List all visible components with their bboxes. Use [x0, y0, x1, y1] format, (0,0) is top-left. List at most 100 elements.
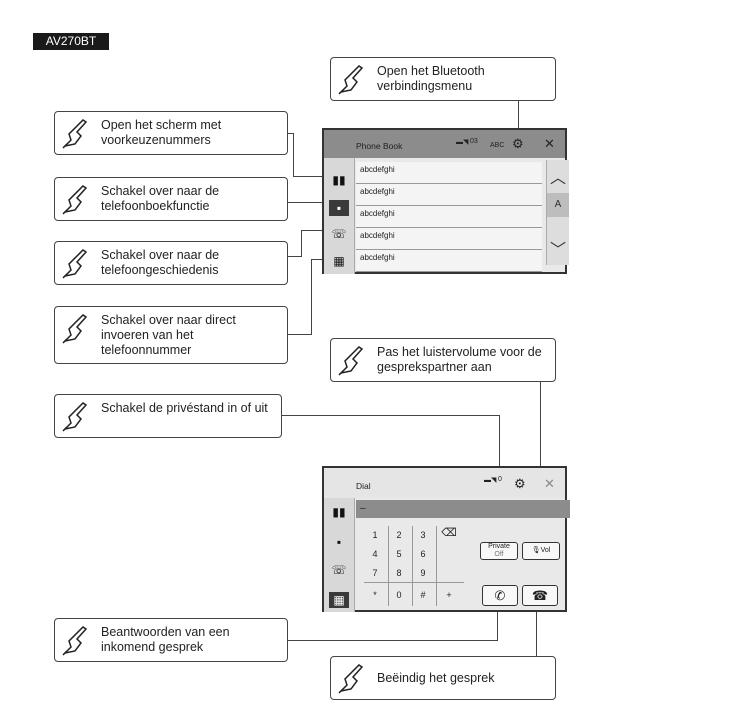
volume-button[interactable]: 🎙Vol: [522, 542, 560, 560]
callout-answer: Beantwoorden van een inkomend gesprek: [54, 618, 288, 662]
screen-title: Dial: [356, 481, 371, 491]
connector-line: [288, 334, 312, 335]
list-item[interactable]: abcdefghi: [356, 206, 542, 228]
presets-icon[interactable]: ▮▮: [332, 505, 346, 519]
private-state: Off: [494, 551, 504, 558]
list-item[interactable]: abcdefghi: [356, 228, 542, 250]
key-plus[interactable]: +: [446, 590, 452, 600]
connector-line: [536, 606, 537, 656]
callout-bluetooth: Open het Bluetooth verbindingsmenu: [330, 57, 556, 101]
pointing-hand-icon: [62, 119, 88, 149]
connector-line: [288, 640, 498, 641]
connector-line: [497, 606, 498, 641]
key-2[interactable]: 2: [396, 530, 402, 540]
callout-volume: Pas het luistervolume voor de gesprekspa…: [330, 338, 556, 382]
chevron-down-icon[interactable]: ﹀: [549, 242, 566, 259]
list-item[interactable]: abcdefghi: [356, 162, 542, 184]
pointing-hand-icon: [62, 626, 88, 656]
status-count: 03: [470, 138, 478, 145]
key-3[interactable]: 3: [420, 530, 426, 540]
backspace-icon[interactable]: ⌫: [441, 527, 457, 539]
connector-line: [293, 133, 294, 176]
pointing-hand-icon: [338, 65, 364, 95]
connector-line: [288, 133, 294, 134]
connector-line: [311, 259, 328, 260]
pointing-hand-icon: [62, 314, 88, 344]
number-input-value: –: [360, 503, 366, 514]
callout-direct: Schakel over naar direct invoeren van he…: [54, 306, 288, 364]
connector-line: [301, 230, 328, 231]
status-count: 0: [498, 476, 502, 483]
key-5[interactable]: 5: [396, 549, 402, 559]
pointing-hand-icon: [338, 664, 364, 694]
callout-text: Schakel over naar de telefoongeschiedeni…: [101, 248, 220, 277]
pointing-hand-icon: [338, 346, 364, 376]
connector-line: [540, 382, 541, 544]
history-icon[interactable]: ☏: [331, 227, 347, 241]
pointing-hand-icon: [62, 249, 88, 279]
callout-text: Open het Bluetooth verbindingsmenu: [377, 64, 485, 93]
callout-hangup: Beëindig het gesprek: [330, 656, 556, 700]
index-letter[interactable]: A: [547, 193, 569, 217]
callout-presets: Open het scherm met voorkeuzenummers: [54, 111, 288, 155]
callout-text: Schakel over naar direct invoeren van he…: [101, 313, 236, 357]
keypad-icon[interactable]: ▦: [333, 254, 345, 268]
connector-line: [288, 256, 302, 257]
callout-text: Schakel over naar de telefoonboekfunctie: [101, 184, 220, 213]
screen-title: Phone Book: [356, 141, 403, 151]
number-input[interactable]: –: [356, 500, 570, 518]
hangup-phone-icon[interactable]: ☎: [522, 585, 558, 606]
phonebook-screen: Phone Book ▬◥ 03 ABC ⚙ ✕ ▮▮ ▪ ☏ ▦ abcdef…: [322, 128, 569, 274]
keypad-icon[interactable]: ▦: [329, 592, 349, 608]
callout-history: Schakel over naar de telefoongeschiedeni…: [54, 241, 288, 285]
key-0[interactable]: 0: [396, 590, 402, 600]
side-menu: ▮▮ ▪ ☏ ▦: [324, 498, 355, 612]
callout-private: Schakel de privéstand in of uit: [54, 394, 282, 438]
battery-signal-icon: ▬◥: [456, 139, 469, 146]
callout-phonebook: Schakel over naar de telefoonboekfunctie: [54, 177, 288, 221]
connector-line: [311, 259, 312, 335]
close-icon[interactable]: ✕: [544, 136, 555, 151]
key-1[interactable]: 1: [372, 530, 378, 540]
connector-line: [288, 202, 328, 203]
gear-icon[interactable]: ⚙: [512, 136, 524, 151]
key-9[interactable]: 9: [420, 568, 426, 578]
phonebook-icon[interactable]: ▪: [336, 535, 342, 549]
callout-text: Open het scherm met voorkeuzenummers: [101, 118, 222, 147]
key-4[interactable]: 4: [372, 549, 378, 559]
list-item[interactable]: abcdefghi: [356, 184, 542, 206]
callout-text: Beëindig het gesprek: [377, 671, 495, 685]
close-icon[interactable]: ✕: [544, 476, 555, 491]
volume-label: Vol: [540, 547, 551, 554]
dial-screen: Dial ▬◥ 0 ⚙ ✕ – ▮▮ ▪ ☏ ▦ 1 2 3 4 5 6 7 8…: [322, 466, 570, 612]
key-6[interactable]: 6: [420, 549, 426, 559]
key-star[interactable]: *: [373, 590, 377, 600]
abc-label: ABC: [490, 142, 505, 149]
connector-line: [301, 230, 302, 257]
chevron-up-icon[interactable]: ︿: [549, 170, 566, 187]
connector-line: [282, 415, 500, 416]
key-8[interactable]: 8: [396, 568, 402, 578]
microphone-icon: 🎙: [531, 547, 541, 554]
model-badge: AV270BT: [33, 33, 109, 50]
pointing-hand-icon: [62, 185, 88, 215]
private-mode-button[interactable]: Private Off: [480, 542, 518, 560]
private-label: Private: [488, 543, 510, 550]
side-menu: ▮▮ ▪ ☏ ▦: [324, 158, 355, 274]
history-icon[interactable]: ☏: [331, 563, 347, 577]
pointing-hand-icon: [62, 402, 88, 432]
keypad-divider: [412, 526, 413, 606]
answer-phone-icon[interactable]: ✆: [482, 585, 518, 606]
gear-icon[interactable]: ⚙: [514, 476, 526, 491]
phonebook-icon[interactable]: ▪: [329, 200, 349, 216]
presets-icon[interactable]: ▮▮: [332, 173, 346, 187]
connector-line: [293, 176, 327, 177]
callout-text: Pas het luistervolume voor de gesprekspa…: [377, 345, 542, 374]
keypad-divider: [436, 526, 437, 606]
key-hash[interactable]: #: [420, 590, 426, 600]
dial-header: Dial ▬◥ 0 ⚙ ✕: [324, 468, 565, 498]
battery-signal-icon: ▬◥: [484, 477, 497, 484]
callout-text: Schakel de privéstand in of uit: [101, 401, 268, 415]
list-item[interactable]: abcdefghi: [356, 250, 542, 272]
key-7[interactable]: 7: [372, 568, 378, 578]
